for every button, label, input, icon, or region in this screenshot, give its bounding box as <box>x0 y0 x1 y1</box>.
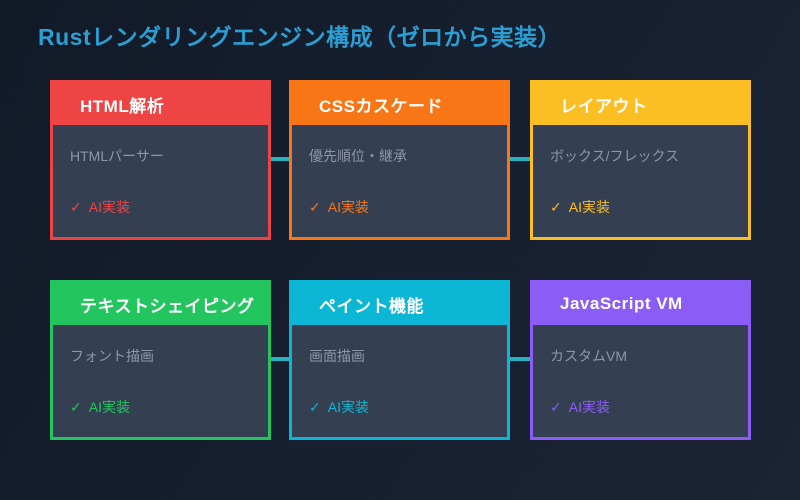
card-header: テキストシェイピング <box>53 283 268 325</box>
check-icon: ✓ <box>550 199 562 215</box>
status-label: AI実装 <box>327 399 369 415</box>
card-body: フォント描画 ✓ AI実装 <box>53 325 268 416</box>
card-status: ✓ AI実装 <box>70 399 251 416</box>
card-status: ✓ AI実装 <box>309 399 490 416</box>
card-html-parsing: HTML解析 HTMLパーサー ✓ AI実装 <box>50 80 271 240</box>
card-status: ✓ AI実装 <box>550 199 731 216</box>
check-icon: ✓ <box>309 199 321 215</box>
card-text-shaping: テキストシェイピング フォント描画 ✓ AI実装 <box>50 280 271 440</box>
card-header: レイアウト <box>533 83 748 125</box>
card-body: HTMLパーサー ✓ AI実装 <box>53 125 268 216</box>
connector-textshaping-to-paint <box>263 357 293 361</box>
status-label: AI実装 <box>568 399 610 415</box>
card-layout: レイアウト ボックス/フレックス ✓ AI実装 <box>530 80 751 240</box>
card-description: カスタムVM <box>550 348 627 364</box>
card-status: ✓ AI実装 <box>70 199 251 216</box>
check-icon: ✓ <box>309 399 321 415</box>
card-paint: ペイント機能 画面描画 ✓ AI実装 <box>289 280 510 440</box>
card-status: ✓ AI実装 <box>550 399 731 416</box>
card-status: ✓ AI実装 <box>309 199 490 216</box>
card-description: HTMLパーサー <box>70 148 164 164</box>
card-description: ボックス/フレックス <box>550 148 680 164</box>
status-label: AI実装 <box>88 399 130 415</box>
card-header: HTML解析 <box>53 83 268 125</box>
card-description: 優先順位・継承 <box>309 148 407 164</box>
card-body: 優先順位・継承 ✓ AI実装 <box>292 125 507 216</box>
page-title: Rustレンダリングエンジン構成（ゼロから実装） <box>38 24 562 50</box>
card-body: ボックス/フレックス ✓ AI実装 <box>533 125 748 216</box>
card-header: JavaScript VM <box>533 283 748 325</box>
card-body: 画面描画 ✓ AI実装 <box>292 325 507 416</box>
card-javascript-vm: JavaScript VM カスタムVM ✓ AI実装 <box>530 280 751 440</box>
connector-css-to-layout <box>503 157 533 161</box>
connector-html-to-css <box>263 157 293 161</box>
card-css-cascade: CSSカスケード 優先順位・継承 ✓ AI実装 <box>289 80 510 240</box>
status-label: AI実装 <box>568 199 610 215</box>
check-icon: ✓ <box>70 199 82 215</box>
card-header: CSSカスケード <box>292 83 507 125</box>
status-label: AI実装 <box>88 199 130 215</box>
check-icon: ✓ <box>70 399 82 415</box>
connector-paint-to-jsvm <box>503 357 533 361</box>
status-label: AI実装 <box>327 199 369 215</box>
card-description: フォント描画 <box>70 348 154 364</box>
card-header: ペイント機能 <box>292 283 507 325</box>
check-icon: ✓ <box>550 399 562 415</box>
card-description: 画面描画 <box>309 348 365 364</box>
card-body: カスタムVM ✓ AI実装 <box>533 325 748 416</box>
